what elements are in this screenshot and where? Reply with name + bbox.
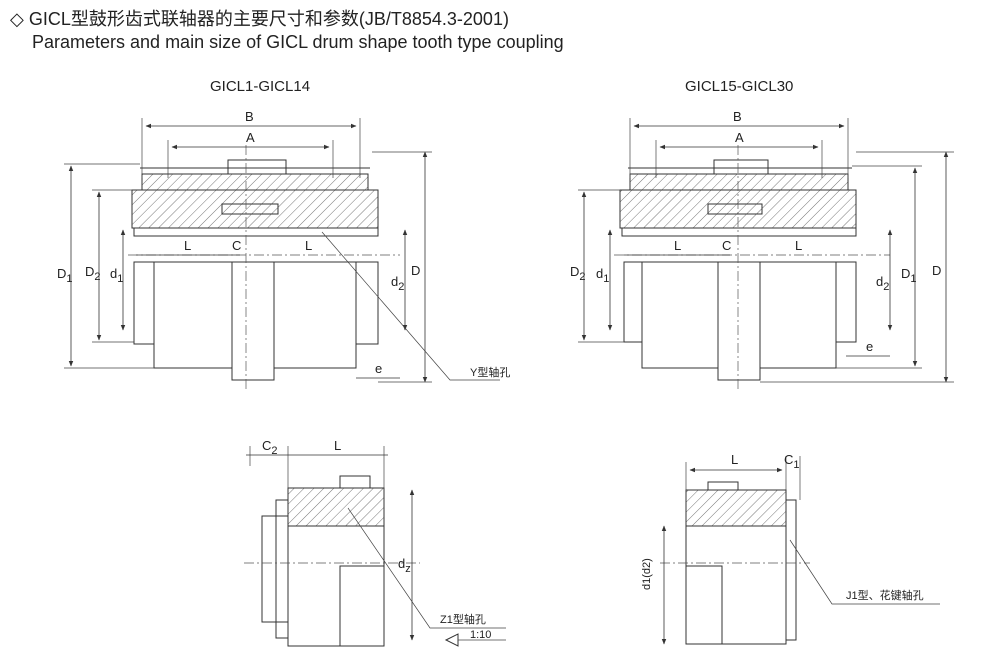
shaft-end-r-right: [835, 261, 857, 343]
end-plate-j1: [785, 499, 797, 641]
coupling-body-left: [131, 159, 379, 381]
view-title-left: GICL1-GICL14: [210, 78, 310, 95]
dim-b-left: B: [245, 109, 254, 124]
callout-j1: J1型、花键轴孔: [846, 588, 924, 602]
dim-e-right: e: [866, 339, 873, 354]
dim-d1d2-j1: d1(d2): [641, 558, 653, 590]
dim-d2s-left: d2: [391, 274, 404, 293]
dim-e-left: e: [375, 361, 382, 376]
shaft-end-r-left: [355, 261, 379, 345]
top-bolt-right: [713, 159, 769, 175]
top-nut-j1: [707, 481, 739, 491]
shaft-end-l-right: [623, 261, 643, 343]
key-bolt-left: [221, 203, 279, 215]
dim-c2-z1: C2: [262, 438, 278, 457]
page-title-zh: ◇ GICL型鼓形齿式联轴器的主要尺寸和参数(JB/T8854.3-2001): [10, 5, 509, 31]
dim-d2s-right: d2: [876, 274, 889, 293]
bore-line-right: [621, 227, 857, 237]
view-gicl1-14: GICL1-GICL14 B A L C L: [57, 78, 510, 392]
hub-left-left: [153, 261, 233, 369]
view-j1: L C1 d1(d2) J1型、花键轴孔: [641, 452, 940, 645]
center-shaft-left: [231, 261, 275, 381]
hub-right-left: [273, 261, 357, 369]
dim-dz-z1: dz: [398, 556, 411, 575]
dim-dd-right: D: [932, 263, 941, 278]
dim-a-left: A: [246, 130, 255, 145]
bore-line-left: [133, 227, 379, 237]
dim-l1-left: L: [184, 238, 191, 253]
washer-z1: [275, 499, 289, 639]
hub-section-j1: [685, 489, 787, 527]
hub-section-z1: [287, 487, 385, 527]
dim-l1-right: L: [674, 238, 681, 253]
dim-l-z1: L: [334, 438, 341, 453]
taper-ratio: 1:10: [470, 629, 491, 641]
dim-d1s-right: d1: [596, 266, 609, 285]
dim-d2-right: D2: [570, 264, 586, 283]
taper-icon: [444, 633, 459, 647]
dim-c-right: C: [722, 238, 731, 253]
leader-y-left: [321, 231, 500, 381]
hub-body-j1: [685, 525, 787, 645]
hub-body-z1: [287, 525, 385, 647]
dim-l-j1: L: [731, 452, 738, 467]
hub-step-z1: [339, 565, 385, 647]
dim-c-left: C: [232, 238, 241, 253]
top-bolt-left: [227, 159, 287, 175]
view-z1: C2 L dz Z1型轴孔 1:10: [244, 438, 506, 647]
shaft-end-l-left: [133, 261, 155, 345]
dim-d1s-left: d1: [110, 266, 123, 285]
hub-right-right: [759, 261, 837, 369]
dim-l2-right: L: [795, 238, 802, 253]
callout-y-left: Y型轴孔: [470, 365, 510, 379]
view-title-right: GICL15-GICL30: [685, 78, 793, 95]
key-bolt-right: [707, 203, 763, 215]
hub-sleeve-section-left: [131, 189, 379, 229]
view-gicl15-30: GICL15-GICL30 B A L C L: [570, 78, 954, 392]
dim-d1-right: D1: [901, 266, 917, 285]
hub-step-j1: [685, 565, 723, 645]
diamond-icon: ◇: [10, 9, 24, 29]
page-title-en: Parameters and main size of GICL drum sh…: [32, 32, 564, 52]
flange-section-right: [629, 173, 849, 191]
flange-section-left: [141, 173, 369, 191]
dim-a-right: A: [735, 130, 744, 145]
top-nut-z1: [339, 475, 371, 489]
hub-left-right: [641, 261, 719, 369]
dim-d1-left: D1: [57, 266, 73, 285]
callout-z1: Z1型轴孔: [440, 612, 486, 626]
hex-nut-z1: [261, 515, 289, 623]
leader-z1: [347, 507, 506, 629]
title-zh-text: GICL型鼓形齿式联轴器的主要尺寸和参数(JB/T8854.3-2001): [28, 9, 509, 29]
center-shaft-right: [717, 261, 761, 381]
leader-j1: [789, 539, 940, 605]
dim-b-right: B: [733, 109, 742, 124]
dim-dd-left: D: [411, 263, 420, 278]
dim-c1-j1: C1: [784, 452, 800, 471]
dim-d2-left: D2: [85, 264, 101, 283]
dim-l2-left: L: [305, 238, 312, 253]
